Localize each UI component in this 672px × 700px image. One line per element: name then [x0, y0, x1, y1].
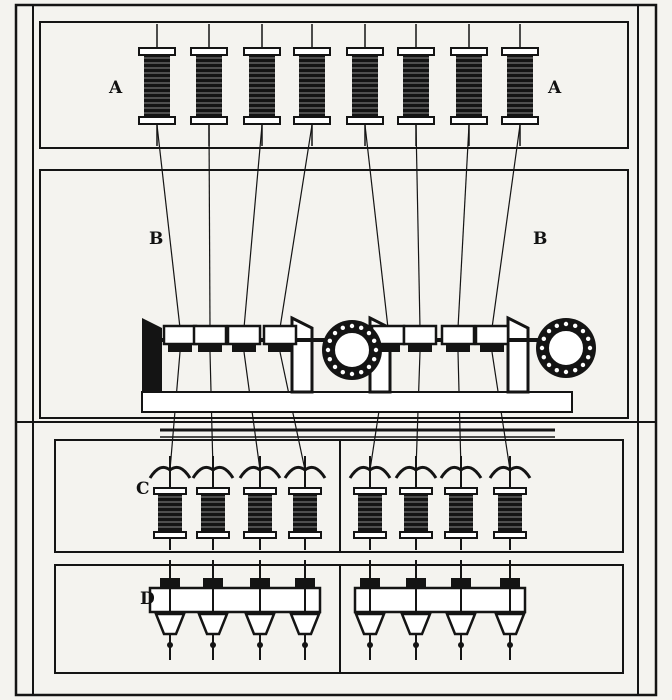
section-c-flyer-spindles: [148, 456, 532, 550]
gear-wheel: [322, 320, 382, 380]
drafting-roller: [402, 324, 438, 352]
thread-upper: [415, 124, 421, 329]
spindle-rail-right: [353, 586, 527, 614]
label-a-left: A: [109, 78, 123, 98]
outer-frame: [14, 3, 658, 697]
thread-upper: [156, 124, 181, 329]
thread-lines: [156, 24, 521, 471]
bobbin-top: [190, 47, 228, 125]
section-a-bobbin-rack: [138, 47, 539, 125]
thread-upper: [491, 124, 521, 329]
thread-upper: [279, 124, 313, 329]
panel-b: [39, 169, 629, 419]
flyer-spindle: [191, 456, 235, 550]
flyer-spindle: [148, 456, 192, 550]
drafting-roller: [440, 324, 476, 352]
gear-wheel: [536, 318, 596, 378]
flyer-spindle: [238, 456, 282, 550]
bobbin-top: [346, 47, 384, 125]
lower-spindle: [354, 560, 386, 660]
bobbin-top: [501, 47, 539, 125]
thread-upper: [457, 124, 470, 329]
lower-spindle: [197, 560, 229, 660]
drafting-roller: [262, 324, 298, 352]
thread-upper: [364, 124, 389, 329]
end-plate-right: [506, 315, 530, 394]
flyer-spindle: [488, 456, 532, 550]
drafting-roller: [162, 324, 198, 352]
thread-upper: [243, 124, 263, 329]
frame-outline: [14, 3, 658, 697]
spindle-rail-left: [148, 586, 322, 614]
drafting-roller: [474, 324, 510, 352]
lower-spindle: [244, 560, 276, 660]
label-b-left: B: [149, 229, 164, 249]
lower-spindle: [154, 560, 186, 660]
roller-bed: [141, 391, 573, 413]
bobbin-top: [397, 47, 435, 125]
panel-a: [39, 21, 629, 149]
end-plate-left: [142, 318, 162, 392]
flyer-spindle: [348, 456, 392, 550]
bobbin-top: [138, 47, 176, 125]
lower-spindle: [445, 560, 477, 660]
drafting-roller: [226, 324, 262, 352]
thread-upper: [208, 124, 211, 329]
lower-spindle: [494, 560, 526, 660]
flyer-spindle: [283, 456, 327, 550]
label-d: D: [140, 589, 155, 609]
drafting-roller: [192, 324, 228, 352]
bobbin-top: [243, 47, 281, 125]
lower-spindle: [400, 560, 432, 660]
bobbin-top: [450, 47, 488, 125]
bobbin-top: [293, 47, 331, 125]
lower-spindle: [289, 560, 321, 660]
section-d-spindle-rail: [148, 560, 527, 660]
section-b-drafting-rollers: [141, 315, 596, 438]
label-c: C: [136, 479, 150, 499]
flyer-spindle: [394, 456, 438, 550]
label-a-right: A: [548, 78, 562, 98]
label-b-right: B: [533, 229, 548, 249]
flyer-spindle: [439, 456, 483, 550]
